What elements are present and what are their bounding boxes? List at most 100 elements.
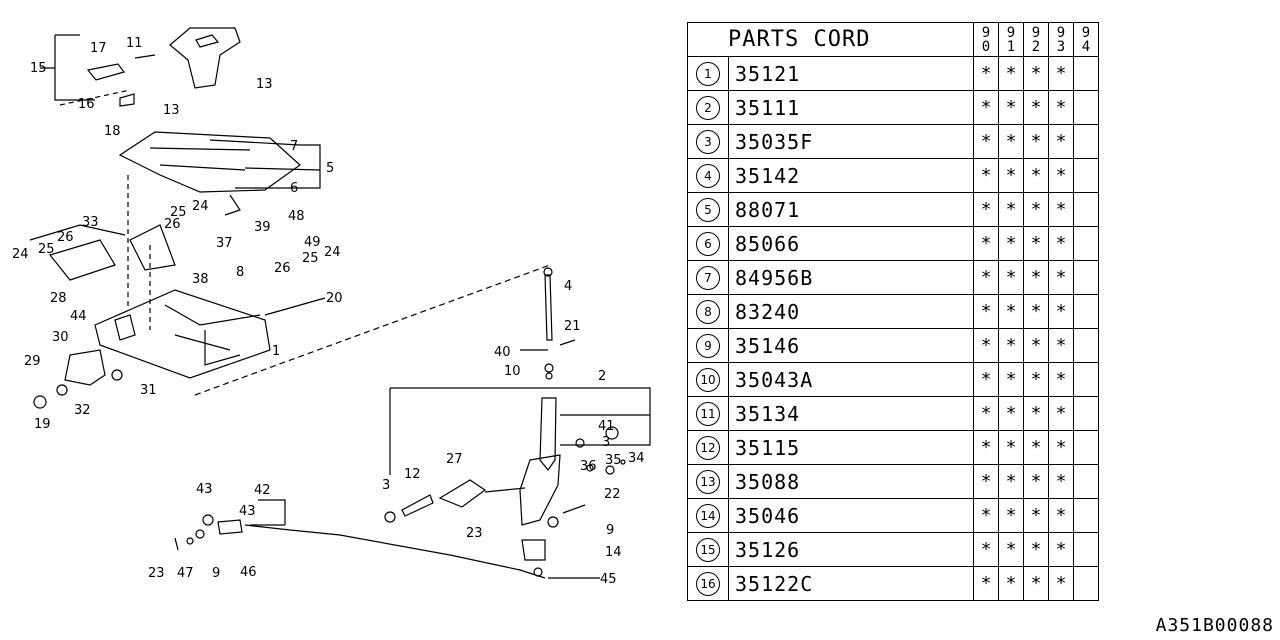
part-number-cell: 15 bbox=[686, 532, 730, 567]
callout-label: 12 bbox=[404, 467, 421, 482]
year-mark-cell: * bbox=[1048, 192, 1074, 227]
year-mark-cell: * bbox=[998, 362, 1024, 397]
year-mark-cell bbox=[1073, 532, 1099, 567]
year-mark-cell: * bbox=[1023, 362, 1049, 397]
part-code-cell: 35088 bbox=[728, 464, 974, 499]
year-mark-cell: * bbox=[973, 566, 999, 601]
year-mark-cell: * bbox=[1048, 158, 1074, 193]
part-number-cell: 14 bbox=[686, 498, 730, 533]
year-mark-cell: * bbox=[998, 260, 1024, 295]
callout-label: 9 bbox=[212, 566, 220, 581]
part-code-cell: 35035F bbox=[728, 124, 974, 159]
callout-label: 9 bbox=[606, 523, 614, 538]
part-code-cell: 35121 bbox=[728, 56, 974, 91]
year-mark-cell: * bbox=[1048, 396, 1074, 431]
callout-label: 46 bbox=[240, 565, 257, 580]
callout-label: 24 bbox=[192, 199, 209, 214]
year-mark-cell: * bbox=[1023, 328, 1049, 363]
callout-label: 15 bbox=[30, 61, 47, 76]
callout-label: 13 bbox=[163, 103, 180, 118]
year-mark-cell: * bbox=[973, 158, 999, 193]
year-mark-cell: * bbox=[998, 90, 1024, 125]
part-number-circle: 11 bbox=[696, 401, 720, 426]
year-mark-cell: * bbox=[1048, 566, 1074, 601]
year-mark-cell bbox=[1073, 158, 1099, 193]
callout-label: 23 bbox=[148, 566, 165, 581]
callout-label: 47 bbox=[177, 566, 194, 581]
callout-label: 30 bbox=[52, 330, 69, 345]
year-mark-cell: * bbox=[998, 328, 1024, 363]
year-mark-cell: * bbox=[998, 498, 1024, 533]
callout-label: 3 bbox=[602, 435, 610, 450]
part-number-cell: 13 bbox=[686, 464, 730, 499]
part-number-circle: 6 bbox=[696, 231, 720, 256]
reference-code: A351B00088 bbox=[1155, 615, 1274, 636]
callout-label: 11 bbox=[126, 36, 143, 51]
part-number-circle: 3 bbox=[696, 129, 720, 154]
callout-label: 43 bbox=[239, 504, 256, 519]
part-code-cell: 35046 bbox=[728, 498, 974, 533]
year-mark-cell: * bbox=[1048, 532, 1074, 567]
part-number-circle: 8 bbox=[696, 299, 720, 324]
year-mark-cell bbox=[1073, 124, 1099, 159]
callout-label: 25 bbox=[170, 205, 187, 220]
year-mark-cell: * bbox=[1023, 192, 1049, 227]
year-mark-cell: * bbox=[973, 498, 999, 533]
callout-label: 25 bbox=[302, 251, 319, 266]
callout-label: 36 bbox=[580, 459, 597, 474]
callout-label: 10 bbox=[504, 364, 521, 379]
year-mark-cell: * bbox=[1023, 498, 1049, 533]
callout-label: 28 bbox=[50, 291, 67, 306]
year-mark-cell bbox=[1073, 56, 1099, 91]
year-mark-cell: * bbox=[1048, 498, 1074, 533]
callout-label: 23 bbox=[466, 526, 483, 541]
year-mark-cell bbox=[1073, 498, 1099, 533]
year-mark-cell: * bbox=[1023, 532, 1049, 567]
year-mark-cell: * bbox=[1023, 124, 1049, 159]
part-number-cell: 7 bbox=[686, 260, 730, 295]
part-number-circle: 14 bbox=[696, 503, 720, 528]
year-mark-cell: * bbox=[1048, 464, 1074, 499]
year-mark-cell: * bbox=[1048, 260, 1074, 295]
callout-label: 34 bbox=[628, 451, 645, 466]
year-mark-cell: * bbox=[1023, 396, 1049, 431]
year-mark-cell: * bbox=[973, 362, 999, 397]
year-mark-cell: * bbox=[998, 192, 1024, 227]
callout-label: 45 bbox=[600, 572, 617, 587]
part-number-circle: 1 bbox=[696, 61, 720, 86]
callout-label: 13 bbox=[256, 77, 273, 92]
part-number-circle: 12 bbox=[696, 435, 720, 460]
year-mark-cell: * bbox=[973, 124, 999, 159]
year-mark-cell: * bbox=[998, 294, 1024, 329]
year-mark-cell: * bbox=[998, 532, 1024, 567]
callout-label: 48 bbox=[288, 209, 305, 224]
year-mark-cell: * bbox=[1048, 430, 1074, 465]
part-code-cell: 84956B bbox=[728, 260, 974, 295]
callout-label: 35 bbox=[605, 453, 622, 468]
callout-label: 5 bbox=[326, 161, 334, 176]
year-mark-cell: * bbox=[998, 158, 1024, 193]
year-mark-cell: * bbox=[998, 226, 1024, 261]
year-mark-cell: * bbox=[998, 430, 1024, 465]
callout-label: 1 bbox=[272, 344, 280, 359]
year-mark-cell: * bbox=[973, 294, 999, 329]
callout-label: 14 bbox=[605, 545, 622, 560]
part-code-cell: 35126 bbox=[728, 532, 974, 567]
year-mark-cell: * bbox=[973, 396, 999, 431]
parts-cord-header: PARTS CORD bbox=[687, 22, 974, 57]
year-mark-cell: * bbox=[973, 226, 999, 261]
callout-label: 24 bbox=[324, 245, 341, 260]
